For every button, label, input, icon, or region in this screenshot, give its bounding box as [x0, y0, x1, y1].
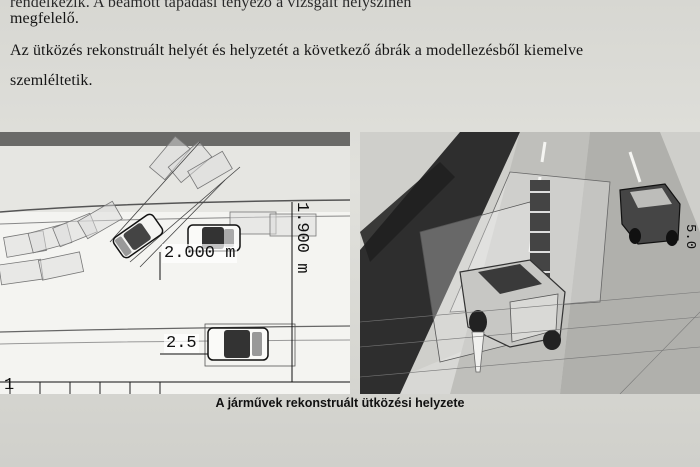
- dimension-lines: [0, 202, 350, 383]
- text-line-intro: Az ütközés rekonstruált helyét és helyze…: [10, 42, 584, 59]
- trajectory-ghosts: [0, 135, 317, 286]
- ruler-mark: 1: [4, 376, 15, 394]
- top-view-drawing: [0, 132, 350, 394]
- top-view-diagram: 2.000 m 1.900 m 2.5 1: [0, 132, 350, 394]
- perspective-drawing: [360, 132, 700, 394]
- road-marking-label: 5.0: [682, 224, 698, 250]
- text-line-szemleltetik: szemléltetik.: [10, 72, 93, 89]
- reconstruction-figure: 2.000 m 1.900 m 2.5 1: [0, 122, 700, 410]
- car-dark: [619, 183, 681, 246]
- dimension-label-vertical: 1.900 m: [292, 202, 311, 274]
- ruler-ticks: [9, 382, 161, 394]
- figure-caption-text: A járművek rekonstruált ütközési helyzet…: [215, 396, 465, 410]
- vehicle-1: [112, 213, 164, 259]
- dimension-label-bottom: 2.5: [164, 334, 199, 353]
- car-silver: [459, 259, 566, 350]
- dimension-label-horizontal: 2.000 m: [162, 244, 238, 263]
- impulse-lines: [109, 141, 241, 268]
- vehicle-3: [207, 327, 269, 361]
- perspective-grid: [360, 291, 700, 394]
- road-edge-line-lower: [0, 325, 350, 333]
- dark-road-band: [360, 132, 520, 394]
- road-edge-line: [0, 199, 350, 213]
- text-line-top: rendelkezik. A beamott tapadási tényező …: [10, 0, 412, 11]
- perspective-view: 5.0: [360, 132, 700, 394]
- figure-caption: A járművek rekonstruált ütközési helyzet…: [0, 396, 700, 410]
- text-line-megfelelo: megfelelő.: [10, 10, 79, 27]
